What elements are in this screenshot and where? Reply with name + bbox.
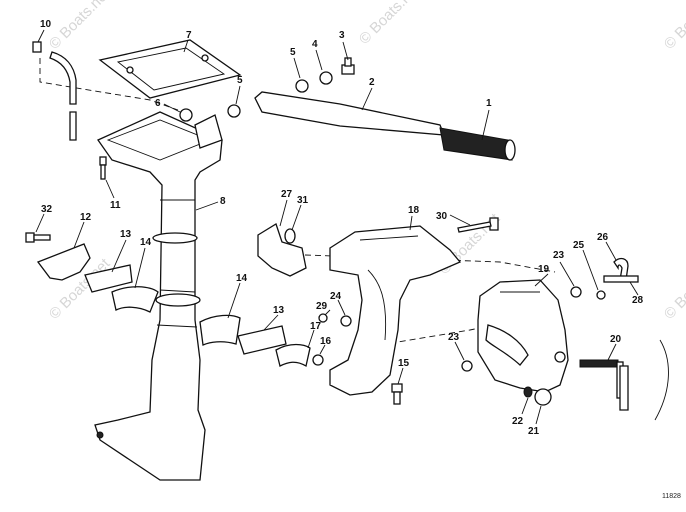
callout-25: 25 — [573, 240, 585, 251]
part-15-screw — [391, 383, 403, 405]
part-31-pin — [284, 228, 296, 244]
part-11-screw — [99, 156, 107, 180]
callouts: 1 2 3 4 5 5 6 7 8 10 11 12 13 13 14 14 1… — [40, 19, 644, 437]
part-3-bolt — [341, 57, 355, 75]
part-2-tiller-arm — [254, 91, 445, 136]
part-30-bolt — [457, 217, 499, 233]
callout-5-lower: 5 — [237, 75, 243, 86]
callout-19: 19 — [538, 264, 550, 275]
part-1-grip — [439, 127, 516, 161]
drawing-code: 11828 — [662, 493, 681, 500]
callout-26: 26 — [597, 232, 609, 243]
callout-23-lower: 23 — [448, 332, 460, 343]
callout-4: 4 — [312, 39, 318, 50]
callout-21: 21 — [528, 426, 540, 437]
part-23-washer-lower — [461, 360, 473, 372]
callout-15: 15 — [398, 358, 410, 369]
callout-12: 12 — [80, 212, 92, 223]
callout-29: 29 — [316, 301, 328, 312]
watermark-3: © Boats.net — [661, 0, 686, 53]
callout-31: 31 — [297, 195, 309, 206]
callout-7: 7 — [186, 30, 192, 41]
part-12-clamp — [36, 243, 91, 281]
part-16-nut — [312, 354, 324, 366]
part-6-nut — [179, 108, 193, 122]
watermark-2: © Boats.net — [356, 0, 424, 48]
callout-27: 27 — [281, 189, 293, 200]
part-17-washer — [275, 343, 311, 368]
part-8-housing — [94, 111, 223, 481]
callout-30: 30 — [436, 211, 448, 222]
part-21-washer — [534, 388, 552, 406]
callout-23-upper: 23 — [553, 250, 565, 261]
callout-28: 28 — [632, 295, 644, 306]
part-14-liner-left — [111, 286, 159, 313]
part-14-liner-middle — [199, 314, 241, 346]
leader-lines — [35, 29, 639, 425]
callout-14-left: 14 — [140, 237, 152, 248]
callout-22: 22 — [512, 416, 524, 427]
callout-16: 16 — [320, 336, 332, 347]
callout-6: 6 — [155, 98, 161, 109]
callout-20: 20 — [610, 334, 622, 345]
part-29-nut — [318, 313, 328, 323]
callout-1: 1 — [486, 98, 492, 109]
callout-2: 2 — [369, 77, 375, 88]
part-20-spring-rod — [579, 359, 629, 411]
callout-24: 24 — [330, 291, 342, 302]
callout-5-upper: 5 — [290, 47, 296, 58]
callout-10: 10 — [40, 19, 52, 30]
callout-18: 18 — [408, 205, 420, 216]
part-5-washer-lower — [227, 104, 241, 118]
callout-8: 8 — [220, 196, 226, 207]
part-7-cover-plate — [98, 39, 242, 99]
part-23-washer-upper — [570, 286, 582, 298]
part-18-stern-bracket — [329, 225, 462, 396]
callout-11: 11 — [110, 200, 121, 211]
callout-14-middle: 14 — [236, 273, 248, 284]
part-5-washer-upper — [295, 79, 309, 93]
part-13-bushing-left — [84, 264, 133, 293]
part-32-bolt — [25, 232, 51, 243]
part-4-washer — [319, 71, 333, 85]
watermark-5: © Boats.net — [661, 255, 686, 323]
part-19-swivel-bracket — [477, 279, 569, 393]
part-28-pin — [603, 275, 639, 283]
watermark-1: © Boats.net — [46, 0, 114, 53]
part-24-washer — [340, 315, 352, 327]
callout-13-left: 13 — [120, 229, 132, 240]
part-10-tube — [32, 41, 77, 141]
part-13-bushing-middle — [237, 325, 287, 355]
callout-32: 32 — [41, 204, 53, 215]
callout-17: 17 — [310, 321, 322, 332]
part-27-friction-plate — [257, 223, 307, 277]
part-25-washer — [596, 290, 606, 300]
part-22-plug — [523, 386, 533, 398]
callout-3: 3 — [339, 30, 345, 41]
callout-13-middle: 13 — [273, 305, 285, 316]
